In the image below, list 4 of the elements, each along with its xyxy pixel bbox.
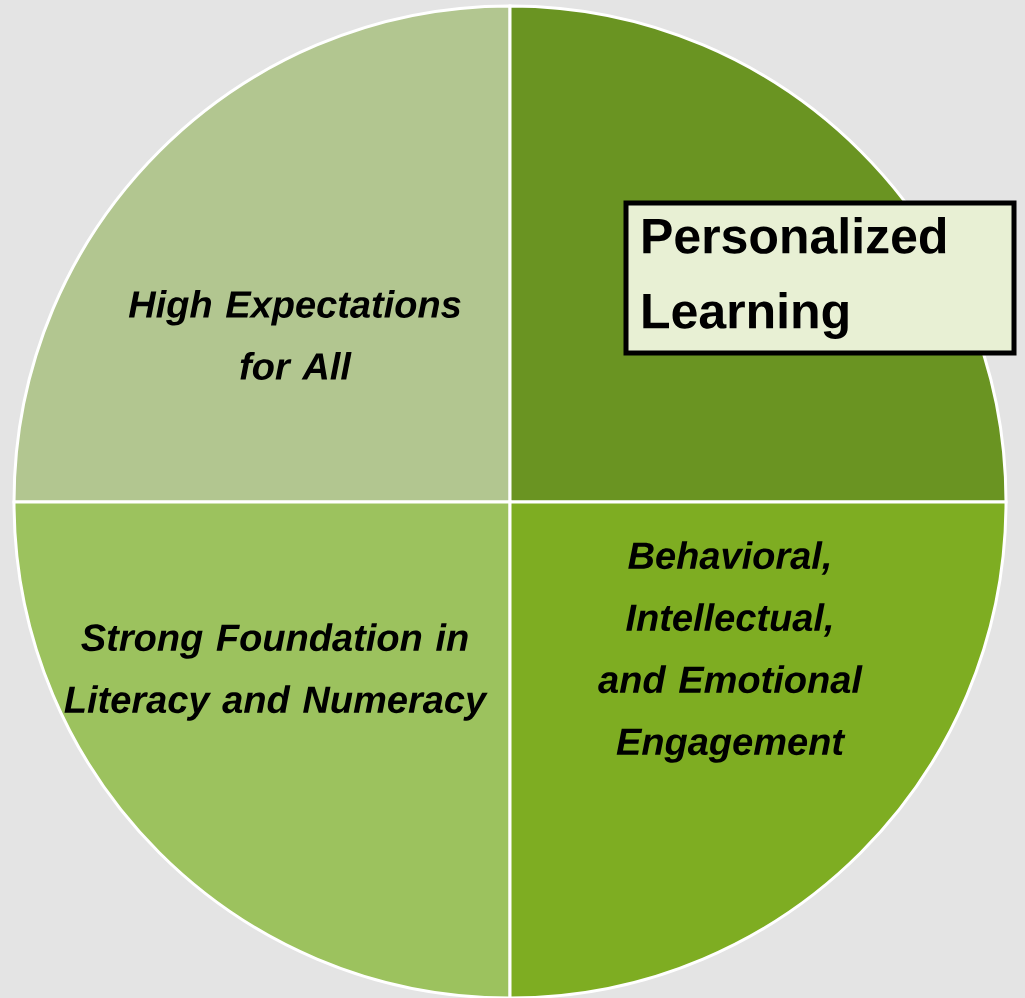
quadrant: High Expectations for All [12, 4, 512, 504]
quadrant: Behavioral, Intellectual, and Emotional Engagement [508, 500, 1008, 998]
quadrant: Strong Foundation in Literacy and Numeracy [12, 500, 512, 998]
title-box: Personalized Learning [623, 200, 1017, 356]
